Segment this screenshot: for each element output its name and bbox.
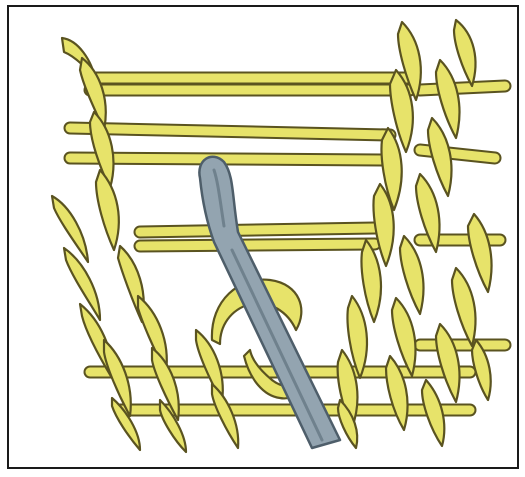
left-stitch-column xyxy=(52,38,140,450)
horizontal-strand-1 xyxy=(90,78,410,90)
horizontal-strand-2 xyxy=(70,128,390,160)
horizontal-strand-3 xyxy=(140,228,375,246)
